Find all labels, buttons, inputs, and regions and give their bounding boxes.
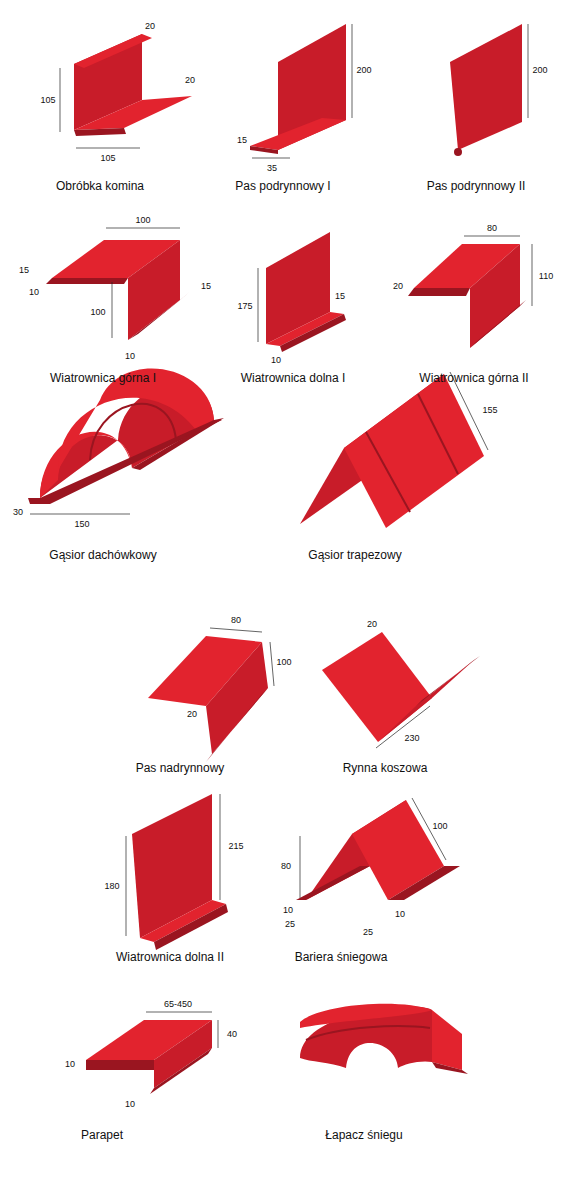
- dimension: 30: [12, 507, 24, 517]
- dimension: 15: [334, 291, 346, 301]
- dimension: 180: [103, 881, 120, 891]
- dimension: 150: [73, 519, 90, 529]
- upper-barge-1: [46, 228, 190, 340]
- dimension: 10: [394, 909, 406, 919]
- dimension: 105: [99, 153, 116, 163]
- part-name: Pas podrynnowy II: [427, 179, 526, 193]
- part-name: Pas podrynnowy I: [235, 179, 330, 193]
- part-name: Wiatrownica górna II: [419, 371, 528, 385]
- dimension: 10: [124, 351, 136, 361]
- trapezoid-ridge: [300, 372, 488, 528]
- dimension: 80: [486, 223, 498, 233]
- dimension: 110: [538, 271, 554, 281]
- dimension: 65-450: [163, 999, 193, 1009]
- dimension: 10: [64, 1059, 76, 1069]
- part-name: Łapacz śniegu: [325, 1128, 402, 1142]
- part-name: Obróbka komina: [56, 179, 144, 193]
- dimension: 80: [230, 615, 242, 625]
- dimension: 155: [481, 405, 498, 415]
- dimension: 80: [280, 861, 292, 871]
- dimension: 20: [366, 619, 378, 629]
- part-name: Wiatrownica dolna II: [116, 950, 224, 964]
- part-name: Bariera śniegowa: [295, 950, 388, 964]
- dimension: 175: [236, 301, 253, 311]
- drip-edge-1: [250, 24, 352, 158]
- lower-barge-2: [126, 794, 228, 950]
- round-ridge: [28, 369, 224, 514]
- part-name: Parapet: [81, 1128, 123, 1142]
- part-name: Pas nadrynnowy: [136, 761, 225, 775]
- part-name: Wiatrownica dolna I: [241, 371, 346, 385]
- upper-barge-2: [408, 236, 532, 348]
- dimension: 10: [270, 355, 282, 365]
- dimension: 100: [275, 657, 292, 667]
- dimension: 25: [362, 927, 374, 937]
- dimension: 230: [403, 733, 420, 743]
- part-name: Wiatrownica górna I: [50, 371, 156, 385]
- dimension: 100: [431, 821, 448, 831]
- valley-gutter: [322, 632, 480, 748]
- parapet: [86, 1012, 218, 1094]
- lower-barge-1: [258, 232, 346, 352]
- dimension: 35: [266, 163, 278, 173]
- dimension: 10: [124, 1099, 136, 1109]
- dimension: 100: [134, 215, 151, 225]
- dimension: 25: [284, 919, 296, 929]
- dimension: 20: [392, 281, 404, 291]
- dimension: 15: [236, 135, 248, 145]
- dimension: 200: [355, 65, 372, 75]
- chimney-flashing: [60, 34, 192, 148]
- drip-edge-2: [450, 24, 528, 156]
- dimension: 10: [282, 905, 294, 915]
- part-name: Gąsior dachówkowy: [49, 548, 156, 562]
- snow-barrier: [296, 798, 460, 900]
- dimension: 20: [186, 709, 198, 719]
- part-name: Rynna koszowa: [343, 761, 428, 775]
- dimension: 215: [227, 841, 244, 851]
- part-name: Gąsior trapezowy: [308, 548, 401, 562]
- dimension: 40: [226, 1029, 238, 1039]
- dimension: 200: [531, 65, 548, 75]
- eaves-flashing: [148, 628, 274, 762]
- dimension: 100: [89, 307, 106, 317]
- dimension: 15: [200, 281, 212, 291]
- dimension: 20: [184, 75, 196, 85]
- dimension: 20: [144, 21, 156, 31]
- dimension: 105: [39, 95, 56, 105]
- snow-catcher: [300, 1004, 468, 1074]
- dimension: 10: [28, 287, 40, 297]
- dimension: 15: [18, 265, 30, 275]
